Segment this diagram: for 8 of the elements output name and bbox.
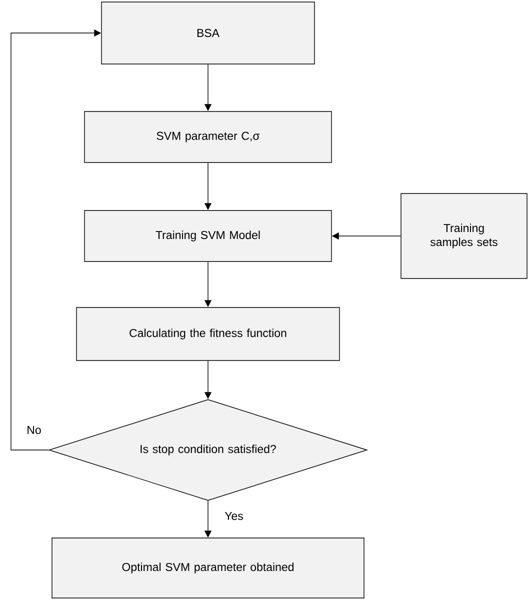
process-box: Optimal SVM parameter obtained (52, 538, 364, 598)
process-box: BSA (101, 2, 315, 64)
process-box: Training SVM Model (84, 210, 332, 262)
edge-label: No (26, 425, 42, 436)
process-box: Training samples sets (400, 193, 528, 279)
process-box: SVM parameter C,σ (84, 111, 332, 163)
process-box: Calculating the fitness function (76, 307, 340, 361)
edge-label: Yes (224, 511, 244, 522)
